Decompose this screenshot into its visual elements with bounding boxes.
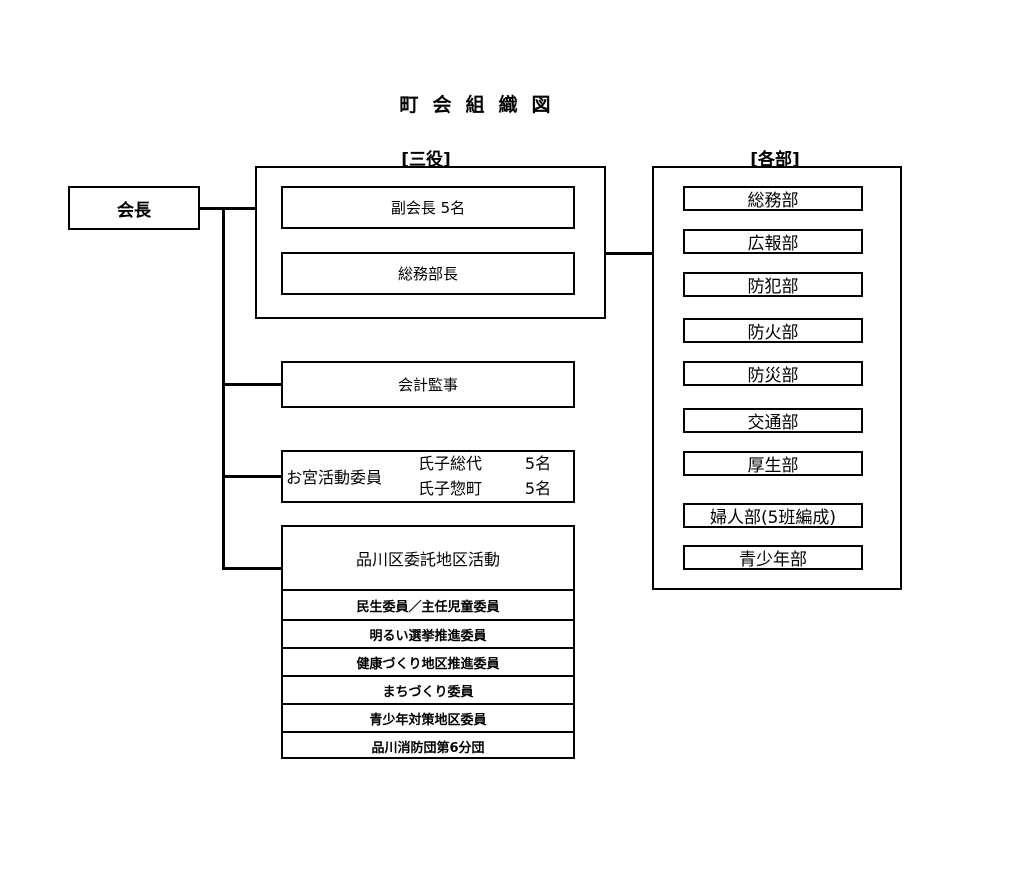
general-affairs-head-box: 総務部長 bbox=[281, 252, 575, 295]
shrine-row-count: 5名 bbox=[524, 479, 552, 498]
shrine-label: お宮活動委員 bbox=[286, 468, 383, 487]
connector-trunk-vertical bbox=[222, 207, 225, 569]
connector-shrine bbox=[222, 475, 281, 478]
shrine-frame bbox=[281, 450, 575, 503]
dept-label: 青少年部 bbox=[739, 550, 807, 570]
dept-label: 防火部 bbox=[747, 323, 799, 343]
president-label: 会長 bbox=[117, 200, 151, 221]
auditor-label: 会計監事 bbox=[397, 376, 458, 394]
dept-disaster-prevention: 防災部 bbox=[683, 361, 863, 386]
connector-auditor bbox=[222, 383, 281, 386]
ward-list: 民生委員／主任児童委員 明るい選挙推進委員 健康づくり地区推進委員 まちづくり委… bbox=[283, 589, 573, 759]
list-item: 健康づくり地区推進委員 bbox=[283, 647, 573, 675]
general-affairs-head-label: 総務部長 bbox=[397, 265, 458, 283]
dept-label: 厚生部 bbox=[747, 456, 799, 476]
shrine-row-count: 5名 bbox=[524, 454, 552, 473]
dept-public-relations: 広報部 bbox=[683, 229, 863, 254]
ward-frame bbox=[281, 525, 575, 759]
dept-fire-prevention: 防火部 bbox=[683, 318, 863, 343]
dept-crime-prevention: 防犯部 bbox=[683, 272, 863, 297]
ward-header-label: 品川区委託地区活動 bbox=[355, 550, 500, 569]
list-item: 青少年対策地区委員 bbox=[283, 703, 573, 731]
shrine-row-name: 氏子惣町 bbox=[418, 479, 483, 498]
connector-departments bbox=[605, 252, 652, 255]
dept-label: 広報部 bbox=[747, 234, 799, 254]
vice-president-label: 副会長 5名 bbox=[390, 199, 466, 217]
connector-president-horizontal bbox=[200, 207, 256, 210]
dept-label: 防災部 bbox=[747, 366, 799, 386]
dept-traffic: 交通部 bbox=[683, 408, 863, 433]
dept-womens: 婦人部(5班編成) bbox=[683, 503, 863, 528]
dept-label: 防犯部 bbox=[747, 277, 799, 297]
dept-general-affairs: 総務部 bbox=[683, 186, 863, 211]
auditor-box: 会計監事 bbox=[281, 361, 575, 408]
shrine-row-name: 氏子総代 bbox=[418, 454, 483, 473]
dept-welfare: 厚生部 bbox=[683, 451, 863, 476]
vice-president-box: 副会長 5名 bbox=[281, 186, 575, 229]
sanyaku-label: [三役] bbox=[401, 150, 451, 170]
departments-label: [各部] bbox=[750, 150, 800, 170]
sanyaku-frame bbox=[255, 166, 606, 319]
dept-label: 総務部 bbox=[747, 191, 799, 211]
list-item: 品川消防団第6分団 bbox=[283, 731, 573, 759]
list-item: まちづくり委員 bbox=[283, 675, 573, 703]
president-box: 会長 bbox=[68, 186, 200, 230]
page-title: 町会組織図 bbox=[399, 94, 565, 116]
departments-frame bbox=[652, 166, 902, 590]
ward-header: 品川区委託地区活動 bbox=[283, 527, 573, 589]
dept-label: 交通部 bbox=[747, 413, 799, 433]
dept-label: 婦人部(5班編成) bbox=[709, 508, 837, 528]
dept-youth: 青少年部 bbox=[683, 545, 863, 570]
connector-ward bbox=[222, 567, 281, 570]
list-item: 明るい選挙推進委員 bbox=[283, 619, 573, 647]
shrine-rows: 氏子総代 5名 氏子惣町 5名 bbox=[418, 451, 551, 501]
shrine-row: 氏子惣町 5名 bbox=[418, 476, 551, 501]
shrine-row: 氏子総代 5名 bbox=[418, 451, 551, 476]
list-item: 民生委員／主任児童委員 bbox=[356, 599, 500, 615]
